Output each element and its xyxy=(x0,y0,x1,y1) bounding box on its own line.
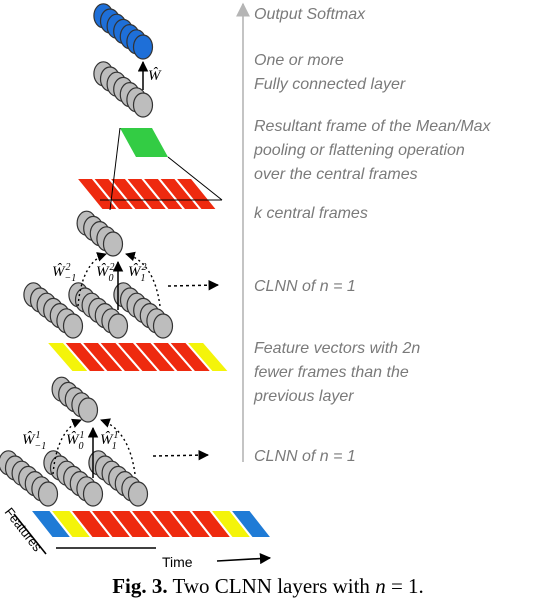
clnn2-output-stack xyxy=(76,210,124,257)
clnn1-input-left xyxy=(0,450,59,507)
figure-caption: Fig. 3. Two CLNN layers with n = 1. xyxy=(0,574,536,599)
label-feat-line3: previous layer xyxy=(254,388,354,405)
fc-neuron-stack-neuron xyxy=(132,92,154,118)
output-neuron-stack-neuron xyxy=(132,34,154,60)
clnn1-input-right xyxy=(88,450,149,507)
time-label: Time xyxy=(162,554,193,570)
clnn2-left-arrow xyxy=(77,252,107,307)
weight-label-top: Ŵ xyxy=(148,67,162,84)
clnn2-input-left xyxy=(23,282,84,339)
features-axis-line xyxy=(13,513,47,555)
clnn2-input-right xyxy=(113,282,174,339)
label-clnn-top: CLNN of n = 1 xyxy=(254,278,356,295)
clnn2-input-left-neuron xyxy=(62,313,84,339)
label-pool-line1: Resultant frame of the Mean/Max xyxy=(254,118,491,135)
clnn1-input-left-neuron xyxy=(37,481,59,507)
clnn1-input-mid xyxy=(43,450,104,507)
weight-label-l1-left: Ŵ1−1 xyxy=(22,430,46,452)
clnn1-right-arrow xyxy=(100,418,136,475)
caption-math: n xyxy=(375,574,386,598)
clnn2-right-arrow xyxy=(125,251,161,307)
fc-neuron-stack xyxy=(93,61,154,118)
mid-strip-frame xyxy=(183,341,232,373)
mid-strip xyxy=(43,341,232,373)
clnn1-input-mid-neuron xyxy=(82,481,104,507)
weight-label-l2-left: Ŵ2−1 xyxy=(52,262,76,284)
label-feat-line2: fewer frames than the xyxy=(254,364,409,381)
clnn2-output-stack-neuron xyxy=(102,231,124,257)
clnn2-input-mid-neuron xyxy=(107,313,129,339)
caption-bold: Fig. 3. xyxy=(112,574,168,598)
clnn1-output-stack-neuron xyxy=(77,397,99,423)
label-fc-line2: Fully connected layer xyxy=(254,76,406,93)
label-pool-line2: pooling or flattening operation xyxy=(254,142,465,159)
clnn2-input-mid xyxy=(68,282,129,339)
caption-tail: = 1. xyxy=(385,574,424,598)
label-central-frames: k central frames xyxy=(254,205,368,222)
clnn2-shift-arrow xyxy=(167,279,220,291)
clnn1-output-stack xyxy=(51,376,99,423)
pooled-frame xyxy=(120,128,168,157)
label-pool-line3: over the central frames xyxy=(254,166,418,183)
clnn1-left-arrow xyxy=(52,418,82,475)
clnn1-shift-arrow xyxy=(152,449,210,461)
label-fc-line1: One or more xyxy=(254,52,344,69)
output-neuron-stack xyxy=(93,3,154,60)
caption-text: Two CLNN layers with xyxy=(167,574,376,598)
clnn2-input-right-neuron xyxy=(152,313,174,339)
label-feat-line1: Feature vectors with 2n xyxy=(254,340,421,357)
pool-projection-line xyxy=(109,127,121,211)
label-clnn-bottom: CLNN of n = 1 xyxy=(254,448,356,465)
pool-projection-line xyxy=(167,156,223,201)
input-strip-frame xyxy=(227,509,275,539)
time-axis-arrow xyxy=(216,552,272,565)
central-strip xyxy=(73,177,220,211)
label-output-softmax: Output Softmax xyxy=(254,6,366,23)
central-strip-frame xyxy=(172,177,220,211)
clnn1-input-right-neuron xyxy=(127,481,149,507)
input-strip xyxy=(27,509,275,539)
